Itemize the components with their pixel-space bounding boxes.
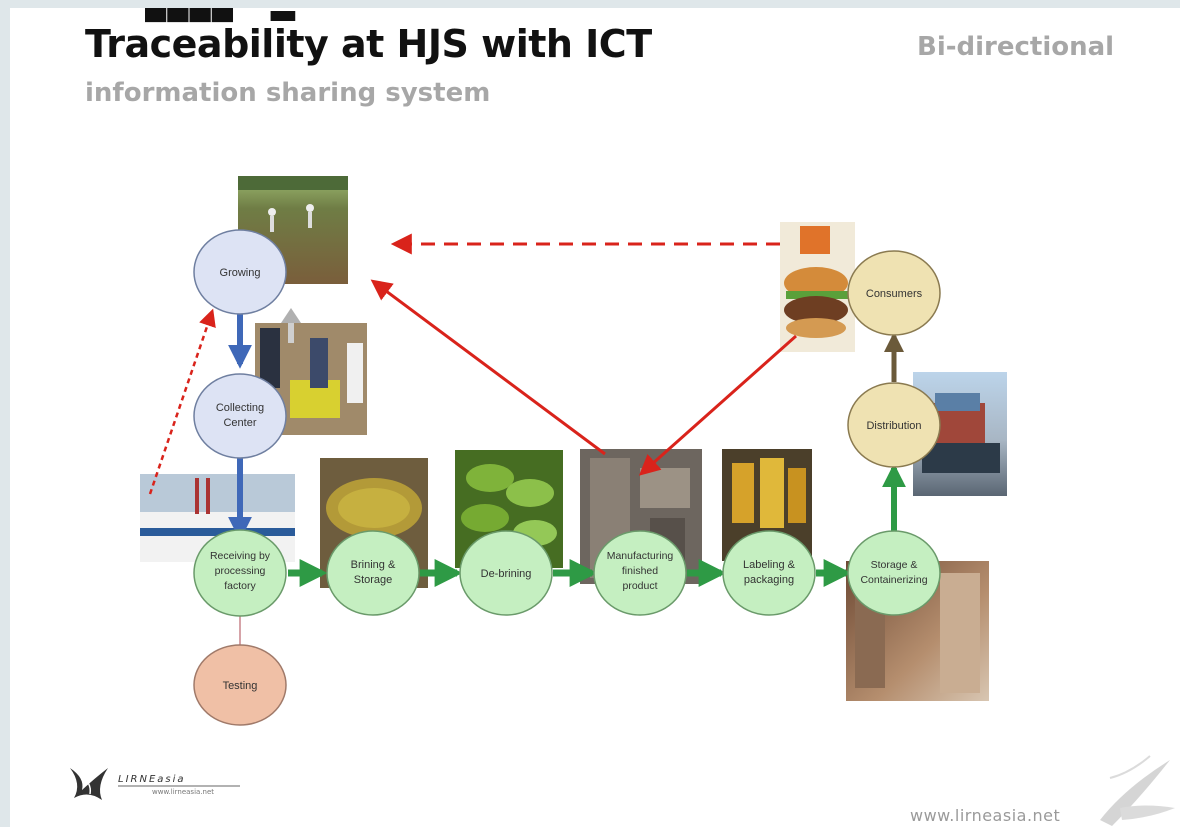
node-brining-storage: Brining & Storage	[326, 530, 420, 616]
grey-up-arrow	[281, 308, 301, 323]
svg-text:Labeling &: Labeling &	[743, 559, 796, 571]
svg-text:Manufacturing: Manufacturing	[607, 550, 674, 562]
node-receiving-factory: Receiving by processing factory	[193, 529, 287, 617]
svg-text:De-brining: De-brining	[481, 568, 532, 580]
trace-arrow-consumers-manufacturing	[638, 334, 797, 476]
traceability-arrows	[148, 233, 797, 495]
svg-text:finished: finished	[622, 565, 658, 577]
slide: ▄▄▄▄ ​ ▂ Traceability at HJS with ICT Bi…	[10, 8, 1180, 827]
slide-subtitle: information sharing system	[85, 78, 491, 108]
subtitle-bidirectional: Bi-directional	[917, 32, 1115, 62]
node-labeling-packaging: Labeling & packaging	[722, 530, 816, 616]
process-nodes: Growing Collecting Center Receiving by p…	[193, 229, 941, 726]
lirneasia-logo	[70, 768, 240, 800]
node-growing: Growing	[193, 229, 287, 315]
lirneasia-watermark	[1100, 755, 1175, 826]
svg-text:Receiving by: Receiving by	[210, 550, 271, 562]
node-consumers: Consumers	[847, 250, 941, 336]
node-collecting-center: Collecting Center	[193, 373, 287, 459]
forward-flow-arrows	[228, 308, 906, 648]
logo-url: www.lirneasia.net	[152, 788, 215, 796]
node-de-brining: De-brining	[459, 530, 553, 616]
svg-text:Collecting: Collecting	[216, 402, 264, 414]
svg-text:processing: processing	[215, 565, 266, 577]
burger-photo	[780, 222, 855, 352]
node-storage-containerizing: Storage & Containerizing	[847, 530, 941, 616]
svg-text:factory: factory	[224, 580, 256, 592]
footer-url: www.lirneasia.net	[910, 806, 1061, 825]
node-manufacturing: Manufacturing finished product	[593, 530, 687, 616]
logo-text: LIRNEasia	[118, 774, 186, 785]
svg-text:packaging: packaging	[744, 574, 794, 586]
svg-text:Storage: Storage	[354, 574, 393, 586]
svg-text:Containerizing: Containerizing	[860, 574, 927, 586]
svg-text:product: product	[622, 580, 657, 592]
svg-text:Brining &: Brining &	[351, 559, 396, 571]
traceability-diagram: Growing Collecting Center Receiving by p…	[70, 176, 1175, 826]
node-testing: Testing	[193, 644, 287, 726]
slide-title: Traceability at HJS with ICT	[85, 22, 652, 66]
svg-text:Growing: Growing	[220, 267, 261, 279]
node-distribution: Distribution	[847, 382, 941, 468]
svg-text:Consumers: Consumers	[866, 288, 923, 300]
svg-text:Testing: Testing	[223, 680, 258, 692]
svg-text:Distribution: Distribution	[866, 420, 921, 432]
trace-arrow-manufacturing-growing	[370, 279, 606, 456]
svg-text:Storage &: Storage &	[871, 559, 918, 571]
svg-text:Center: Center	[223, 417, 256, 429]
